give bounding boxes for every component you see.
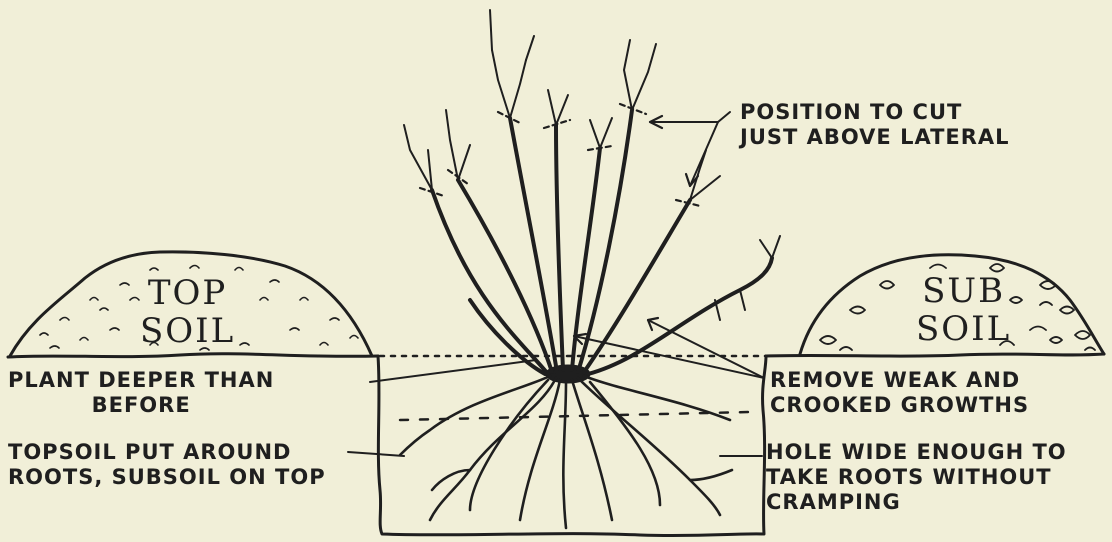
plant-canes bbox=[432, 110, 772, 374]
topsoil-pointer bbox=[348, 452, 404, 456]
remove-weak-label: REMOVE WEAK AND CROOKED GROWTHS bbox=[770, 368, 1029, 418]
topsoil-label-line1: TOP bbox=[140, 274, 235, 312]
hole-wide-line2: TAKE ROOTS WITHOUT bbox=[766, 465, 1067, 490]
plant-roots bbox=[400, 376, 732, 528]
topsoil-label-line2: SOIL bbox=[140, 312, 235, 350]
remove-weak-line2: CROOKED GROWTHS bbox=[770, 393, 1029, 418]
cut-position-line2: JUST ABOVE LATERAL bbox=[740, 125, 1010, 150]
plant-deeper-line2: BEFORE bbox=[8, 393, 274, 418]
remove-weak-line1: REMOVE WEAK AND bbox=[770, 368, 1029, 393]
hole-wide-label: HOLE WIDE ENOUGH TO TAKE ROOTS WITHOUT C… bbox=[766, 440, 1067, 515]
plant-deeper-pointer bbox=[370, 360, 536, 382]
plant-deeper-label: PLANT DEEPER THAN BEFORE bbox=[8, 368, 274, 418]
cut-pointer-line-2 bbox=[690, 122, 718, 186]
cut-position-label: POSITION TO CUT JUST ABOVE LATERAL bbox=[740, 100, 1010, 150]
subsoil-label-line1: SUB bbox=[916, 272, 1011, 310]
subsoil-pile-label: SUB SOIL bbox=[916, 272, 1011, 348]
topsoil-pile-label: TOP SOIL bbox=[140, 274, 235, 350]
hole-wide-line3: CRAMPING bbox=[766, 490, 1067, 515]
plant-twigs bbox=[404, 10, 780, 320]
hole-wide-line1: HOLE WIDE ENOUGH TO bbox=[766, 440, 1067, 465]
topsoil-around-line2: ROOTS, SUBSOIL ON TOP bbox=[8, 465, 326, 490]
pruning-cut-marks bbox=[420, 104, 700, 206]
topsoil-around-label: TOPSOIL PUT AROUND ROOTS, SUBSOIL ON TOP bbox=[8, 440, 326, 490]
topsoil-around-line1: TOPSOIL PUT AROUND bbox=[8, 440, 326, 465]
subsoil-label-line2: SOIL bbox=[916, 310, 1011, 348]
remove-weak-pointer-2 bbox=[648, 320, 764, 378]
cut-position-line1: POSITION TO CUT bbox=[740, 100, 1010, 125]
plant-deeper-line1: PLANT DEEPER THAN bbox=[8, 368, 274, 393]
ground-line-left bbox=[8, 354, 378, 357]
ground-line-right bbox=[766, 354, 1104, 356]
